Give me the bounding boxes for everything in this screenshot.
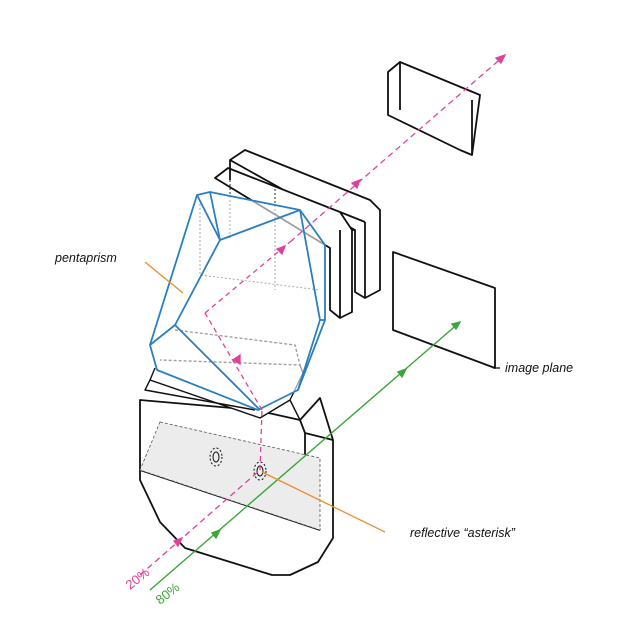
lens-window: [139, 421, 321, 531]
pentaprism: [149, 191, 326, 411]
label-asterisk: reflective “asterisk”: [410, 526, 516, 540]
label-pentaprism: pentaprism: [54, 251, 117, 265]
pink-ray: [139, 53, 507, 576]
leader-lines: [144, 261, 386, 533]
asterisk-left: [209, 447, 223, 467]
image-plane: [392, 251, 496, 369]
eyepiece-lens-block: [387, 61, 481, 156]
asterisk-right: [253, 461, 267, 481]
eyepiece-housing: [214, 149, 381, 319]
label-image-plane: image plane: [505, 361, 573, 375]
green-ray: [149, 320, 462, 591]
asterisk-left-inner: [212, 451, 220, 463]
